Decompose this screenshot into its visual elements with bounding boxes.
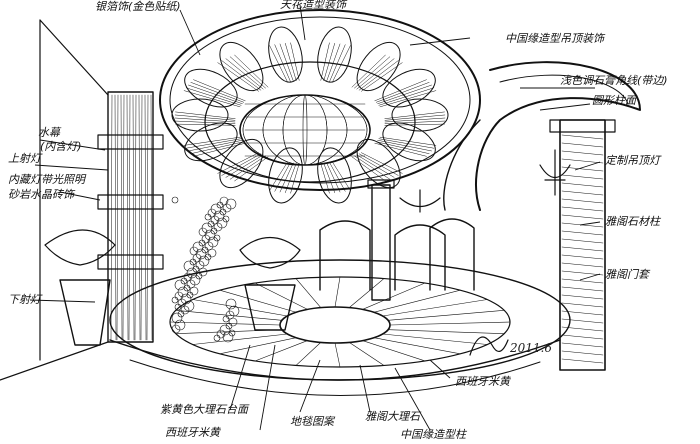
label-bottom-2: 西班牙米黄	[165, 426, 222, 439]
label-left-5: 下射灯	[8, 293, 43, 306]
back-arches	[319, 179, 475, 301]
label-bottom-right: 西班牙米黄	[455, 375, 512, 388]
label-bottom-5: 中国缘造型柱	[400, 428, 468, 441]
label-left-2: 上射灯	[8, 152, 43, 165]
label-bottom-1: 紫黄色大理石台面	[160, 403, 250, 416]
label-top-left: 银箔饰(金色贴纸)	[95, 0, 181, 13]
label-top-right: 中国缘造型吊顶装饰	[505, 32, 606, 45]
right-pillar	[549, 119, 616, 371]
label-left-3: 内藏灯带光照明	[8, 173, 87, 186]
leader-lines	[29, 4, 601, 431]
label-right-4: 雅阁石材柱	[605, 215, 662, 228]
signature-date: 2011.6	[509, 341, 552, 355]
water-curtain-column	[97, 91, 164, 343]
chandeliers	[399, 149, 571, 213]
label-left-1: 水幕	[38, 126, 62, 139]
label-right-5: 雅阁门套	[605, 268, 651, 281]
ceiling-dome	[159, 9, 481, 204]
label-right-1: 浅色调石膏角线(带边)	[560, 74, 668, 87]
floor-medallion	[109, 259, 571, 396]
signature-scribble	[469, 336, 509, 356]
label-top-center: 天花造型装饰	[280, 0, 348, 11]
label-right-2: 圆形柱面	[592, 94, 638, 107]
label-left-1-sub: (内含灯)	[40, 140, 82, 153]
label-left-4: 砂岩水晶砖饰	[8, 188, 76, 201]
annotation-labels: 银箔饰(金色贴纸) 天花造型装饰 中国缘造型吊顶装饰 水幕 (内含灯) 上射灯 …	[8, 0, 668, 441]
label-right-3: 定制吊顶灯	[605, 154, 662, 167]
ceiling-band	[443, 61, 641, 211]
label-bottom-3: 地毯图案	[290, 415, 336, 428]
label-bottom-4: 雅阁大理石	[365, 410, 422, 423]
